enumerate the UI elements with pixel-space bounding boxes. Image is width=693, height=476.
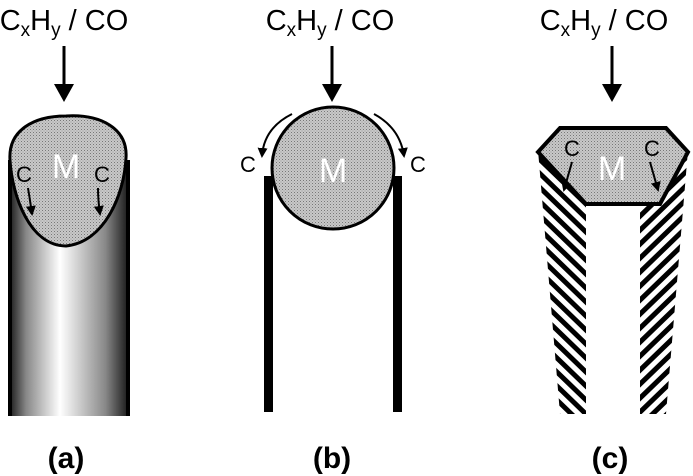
carbon-label-c-right: C bbox=[644, 136, 660, 161]
carbon-label-b-left: C bbox=[240, 152, 256, 177]
feed-arrow-b bbox=[322, 46, 342, 102]
feed-arrow-a bbox=[54, 46, 74, 102]
panel-b: CxHy / CO M C C (b) bbox=[240, 5, 426, 475]
caption-a: (a) bbox=[48, 442, 85, 475]
panel-c: CxHy / CO M C C (c) bbox=[535, 5, 691, 475]
carbon-diffusion-arrow-a-left bbox=[25, 187, 36, 216]
carbon-diffusion-arrow-a-right bbox=[93, 187, 104, 216]
carbon-diffusion-arrow-b-right bbox=[373, 113, 408, 158]
carbon-diffusion-arrow-c-left bbox=[561, 161, 573, 192]
carbon-label-b-right: C bbox=[410, 152, 426, 177]
caption-b: (b) bbox=[313, 442, 351, 475]
metal-particle-b bbox=[270, 105, 396, 231]
gas-label-c: CxHy / CO bbox=[540, 5, 669, 41]
gas-label-b: CxHy / CO bbox=[266, 5, 395, 41]
feed-arrow-c bbox=[602, 46, 622, 102]
metal-label-c: M bbox=[598, 150, 626, 188]
carbon-label-a-right: C bbox=[94, 162, 110, 187]
metal-label-a: M bbox=[52, 148, 80, 186]
nanotube-c-graphene-layers bbox=[538, 150, 688, 414]
metal-particle-c bbox=[535, 126, 691, 206]
carbon-label-a-left: C bbox=[16, 162, 32, 187]
graphene-layer-right bbox=[634, 176, 688, 236]
panel-a: CxHy / CO M C C (a) bbox=[0, 5, 130, 475]
carbon-diffusion-arrow-b-left bbox=[257, 113, 293, 158]
gas-label-a: CxHy / CO bbox=[0, 5, 128, 41]
nanotube-b bbox=[264, 176, 402, 412]
carbon-label-c-left: C bbox=[564, 136, 580, 161]
carbon-diffusion-arrow-c-right bbox=[649, 161, 661, 192]
metal-label-b: M bbox=[319, 152, 347, 190]
caption-c: (c) bbox=[592, 442, 629, 475]
